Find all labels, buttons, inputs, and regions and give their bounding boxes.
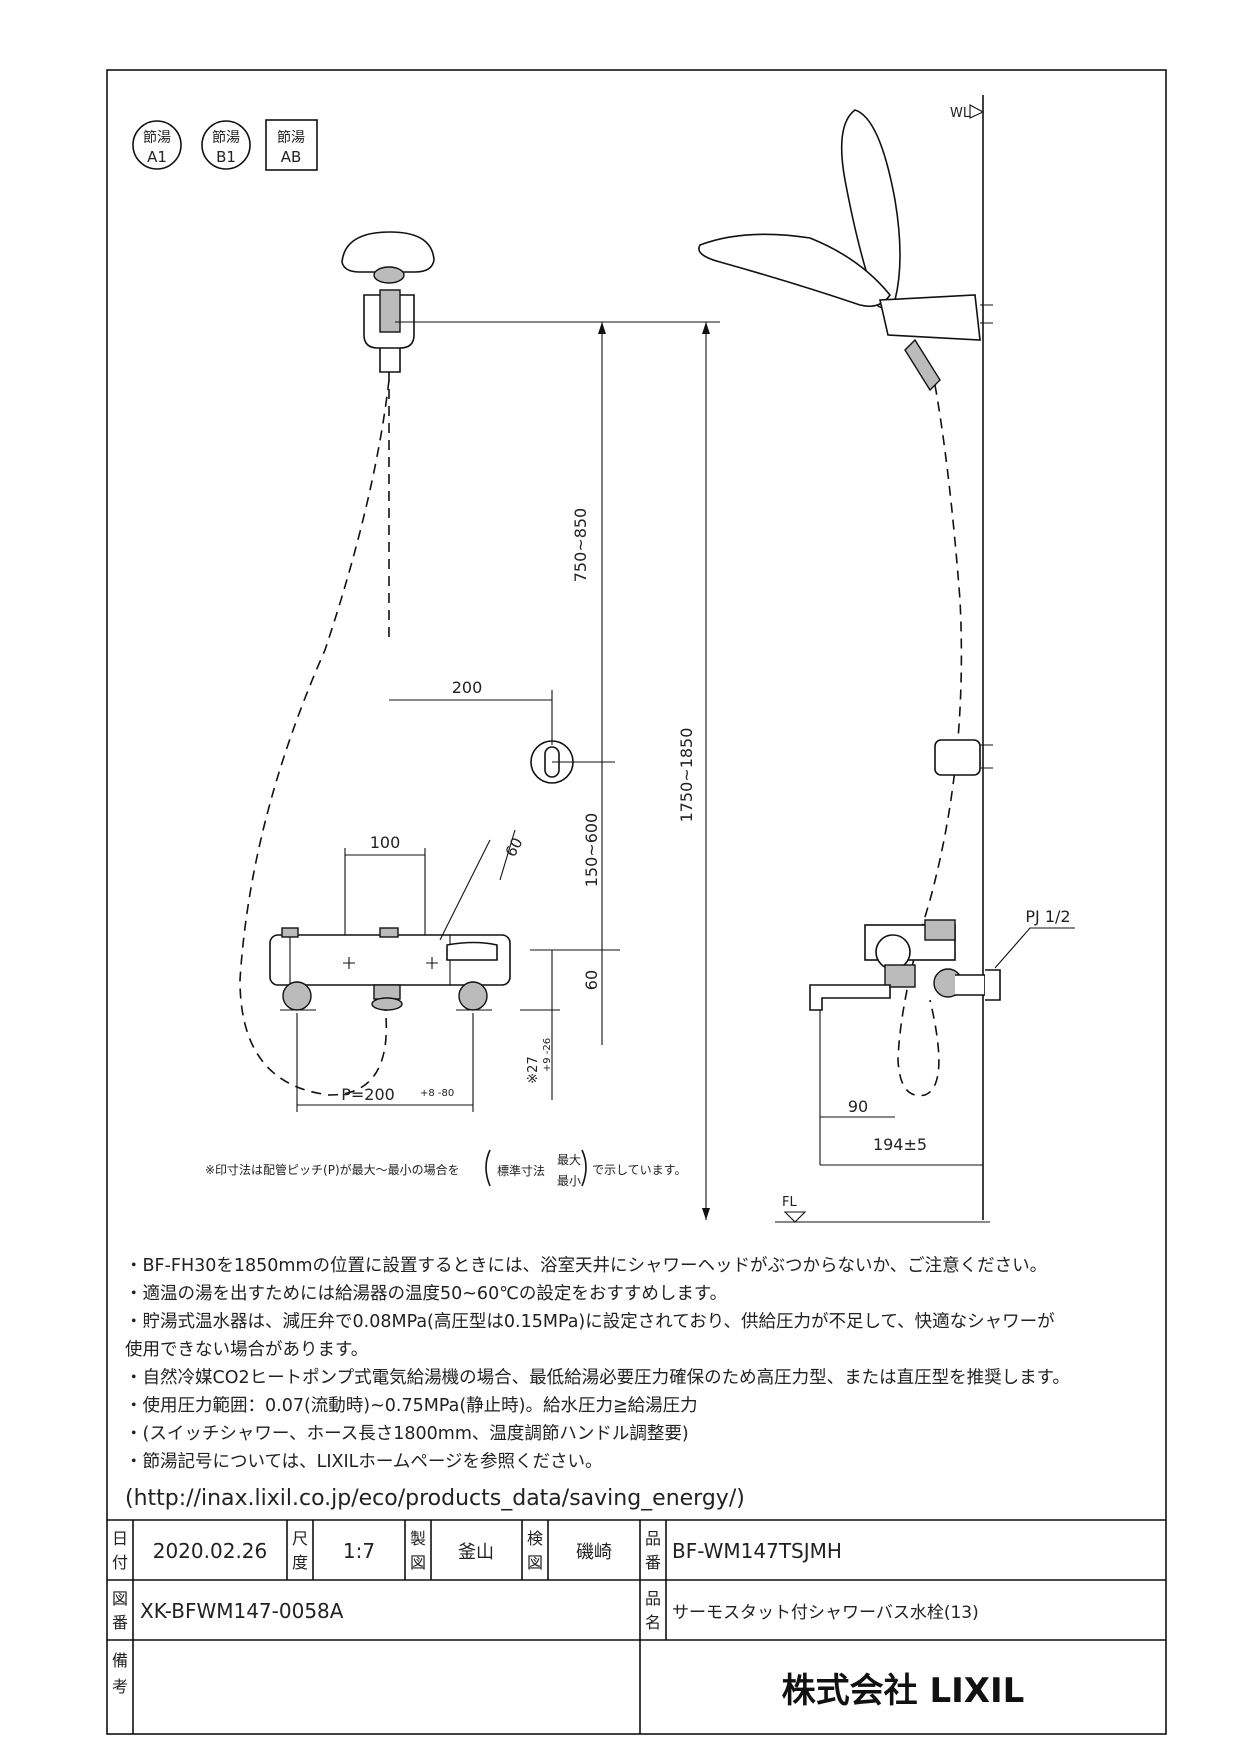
dim-60-angle: 60 [502,835,527,860]
faucet-side [809,919,1001,1011]
dim-750-850: 750~850 [571,508,590,582]
note-url: (http://inax.lixil.co.jp/eco/products_da… [125,1486,745,1511]
svg-text:番: 番 [645,1553,661,1572]
dim-27-tolerance: +9 -26 [542,1038,553,1072]
svg-text:図: 図 [112,1589,128,1608]
dim-pitch: P=200 [341,1085,395,1104]
dimension-lines-side [819,1010,983,1166]
svg-text:備: 備 [112,1651,128,1670]
dim-pitch-tolerance: +8 -80 [420,1088,454,1099]
front-view: 750~850 1750~1850 200 150~600 100 60 60 … [239,231,720,1220]
scale-value: 1:7 [343,1539,375,1563]
note-line: ・使用圧力範囲：0.07(流動時)~0.75MPa(静止時)。給水圧力≧給湯圧力 [125,1395,698,1416]
badge-ab: 節湯 AB [265,119,318,171]
pj-leader [994,927,1075,969]
svg-text:尺: 尺 [292,1529,308,1548]
wl-label: WL [950,106,971,121]
date-value: 2020.02.26 [153,1539,268,1563]
dimension-note: ※印寸法は配管ピッチ(P)が最大～最小の場合を 標準寸法 最大 最小 で示してい… [205,1149,686,1188]
svg-text:B1: B1 [216,148,236,166]
drawing-number: XK-BFWM147-0058A [140,1599,344,1623]
note-line: ・BF-FH30を1850mmの位置に設置するときには、浴室天井にシャワーヘッド… [125,1256,1047,1276]
svg-text:品: 品 [645,1529,661,1548]
dim-200: 200 [452,678,483,697]
pj-label: PJ 1/2 [1025,907,1070,926]
svg-text:最小: 最小 [557,1174,581,1188]
svg-text:A1: A1 [147,148,167,166]
note-line: 使用できない場合があります。 [125,1339,368,1360]
water-saving-badges: 節湯 A1 節湯 B1 節湯 AB [132,119,318,171]
svg-text:※印寸法は配管ピッチ(P)が最大～最小の場合を: ※印寸法は配管ピッチ(P)が最大～最小の場合を [205,1162,460,1177]
shower-head-front [341,231,435,373]
dim-100: 100 [370,833,401,852]
dim-60: 60 [582,970,601,990]
product-name: サーモスタット付シャワーバス水栓(13) [672,1603,979,1623]
note-line: ・節湯記号については、LIXILホームページを参照ください。 [125,1452,603,1472]
svg-text:で示しています。: で示しています。 [592,1163,686,1177]
company-logo: 株式会社 LIXIL [782,1671,1025,1711]
svg-text:AB: AB [281,148,302,166]
note-line: ・貯湯式温水器は、減圧弁で0.08MPa(高圧型は0.15MPa)に設定されてお… [125,1312,1055,1332]
badge-b1: 節湯 B1 [201,120,251,170]
svg-text:名: 名 [645,1613,661,1632]
hanger-side [934,739,993,776]
dim-194: 194±5 [873,1135,927,1154]
note-line: ・適温の湯を出すためには給湯器の温度50~60℃の設定をおすすめします。 [125,1284,727,1304]
svg-text:節湯: 節湯 [277,129,305,146]
dim-1750-1850: 1750~1850 [677,728,696,823]
side-view: WL FL PJ 1/2 [698,95,1075,1223]
wl-marker [969,104,985,119]
hose-path-front [239,372,390,1096]
fl-marker [775,1211,990,1223]
drawing-frame [106,69,1167,1735]
svg-text:図: 図 [410,1553,426,1572]
note-line: ・自然冷媒CO2ヒートポンプ式電気給湯機の場合、最低給湯必要圧力確保のため高圧力… [125,1368,1070,1388]
svg-text:図: 図 [527,1553,543,1572]
svg-text:検: 検 [527,1529,543,1548]
dim-90: 90 [848,1097,868,1116]
svg-text:節湯: 節湯 [143,129,171,146]
drawn-by: 釜山 [458,1542,494,1563]
title-block: 日 付 2020.02.26 尺 度 1:7 製 図 釜山 検 図 磯崎 品 番… [107,1519,1166,1734]
svg-text:標準寸法: 標準寸法 [497,1163,545,1178]
checked-by: 磯崎 [576,1542,612,1563]
svg-text:考: 考 [112,1677,128,1696]
part-number: BF-WM147TSJMH [672,1539,842,1563]
svg-text:節湯: 節湯 [212,129,240,146]
note-line: ・(スイッチシャワー、ホース長さ1800mm、温度調節ハンドル調整要) [125,1424,689,1444]
notes: ・BF-FH30を1850mmの位置に設置するときには、浴室天井にシャワーヘッド… [125,1256,1070,1511]
svg-text:品: 品 [645,1589,661,1608]
hose-path-side [897,384,963,1097]
shower-head-side [698,109,993,392]
dimension-lines-front [296,321,720,1220]
svg-text:付: 付 [112,1553,128,1572]
svg-text:番: 番 [112,1613,128,1632]
fl-label: FL [782,1195,797,1210]
svg-text:製: 製 [410,1529,426,1548]
dim-27: ※27 [526,1056,541,1083]
dim-150-600: 150~600 [582,813,601,887]
svg-text:度: 度 [292,1553,308,1572]
badge-a1: 節湯 A1 [132,120,182,170]
svg-text:日: 日 [112,1529,128,1548]
svg-text:最大: 最大 [557,1153,581,1167]
faucet-body-front [269,829,516,1011]
